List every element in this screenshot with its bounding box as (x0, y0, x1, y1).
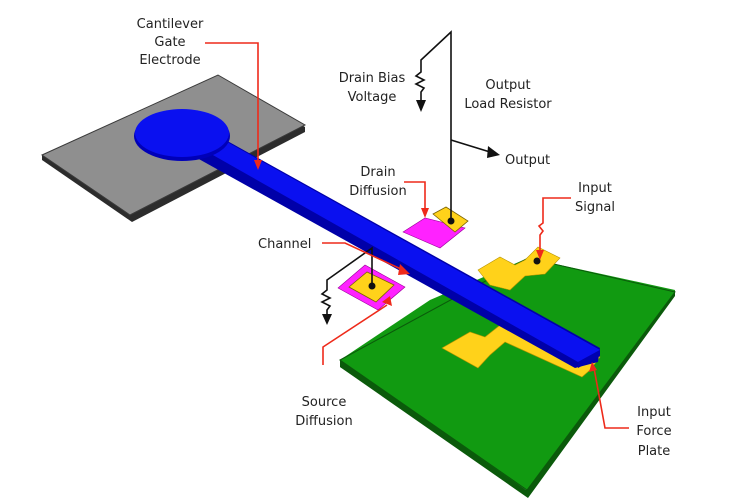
label-line: Load Resistor (464, 97, 552, 112)
leader-lines (205, 42, 629, 429)
circuit-wiring (320, 30, 491, 318)
label-line: Voltage (348, 90, 397, 105)
label-line: Input (578, 181, 612, 196)
leader-source-diffusion (322, 304, 388, 365)
label-input-signal: Input Signal (575, 181, 615, 215)
label-line: Diffusion (295, 414, 352, 429)
leader-cantilever (205, 42, 259, 160)
label-line: Drain (360, 165, 395, 180)
cantilever-gate-electrode (134, 109, 600, 368)
drain-diffusion (402, 206, 469, 249)
label-drain-diffusion: Drain Diffusion (349, 165, 406, 199)
leader-input-signal (537, 197, 571, 252)
label-line: Diffusion (349, 184, 406, 199)
label-cantilever-gate-electrode: Cantilever Gate Electrode (137, 17, 204, 68)
label-line: Gate (154, 35, 185, 50)
leader-channel (322, 242, 404, 271)
output-arrow-icon (487, 146, 500, 158)
label-channel: Channel (258, 237, 311, 252)
label-line: Signal (575, 200, 615, 215)
source-wire (320, 246, 373, 318)
label-line: Source (302, 395, 347, 410)
label-line: Input (637, 405, 671, 420)
output-load-wire (414, 30, 452, 221)
leader-arrowheads (254, 160, 597, 372)
drain-bias-arrow-icon (416, 100, 426, 112)
label-source-diffusion: Source Diffusion (295, 395, 352, 429)
label-output: Output (505, 153, 550, 168)
output-wire (450, 139, 491, 153)
label-line: Electrode (139, 53, 200, 68)
label-drain-bias-voltage: Drain Bias Voltage (339, 71, 406, 105)
leader-drain-diffusion (404, 181, 426, 210)
label-line: Plate (638, 444, 671, 459)
label-line: Cantilever (137, 17, 204, 32)
label-input-force-plate: Input Force Plate (636, 405, 671, 459)
input-signal-contact (533, 257, 541, 265)
label-line: Drain Bias (339, 71, 406, 86)
label-line: Force (636, 424, 671, 439)
source-ground-arrow-icon (322, 314, 332, 325)
label-line: Output (485, 78, 530, 93)
leader-force-plate (593, 367, 629, 429)
label-output-load-resistor: Output Load Resistor (464, 78, 552, 112)
